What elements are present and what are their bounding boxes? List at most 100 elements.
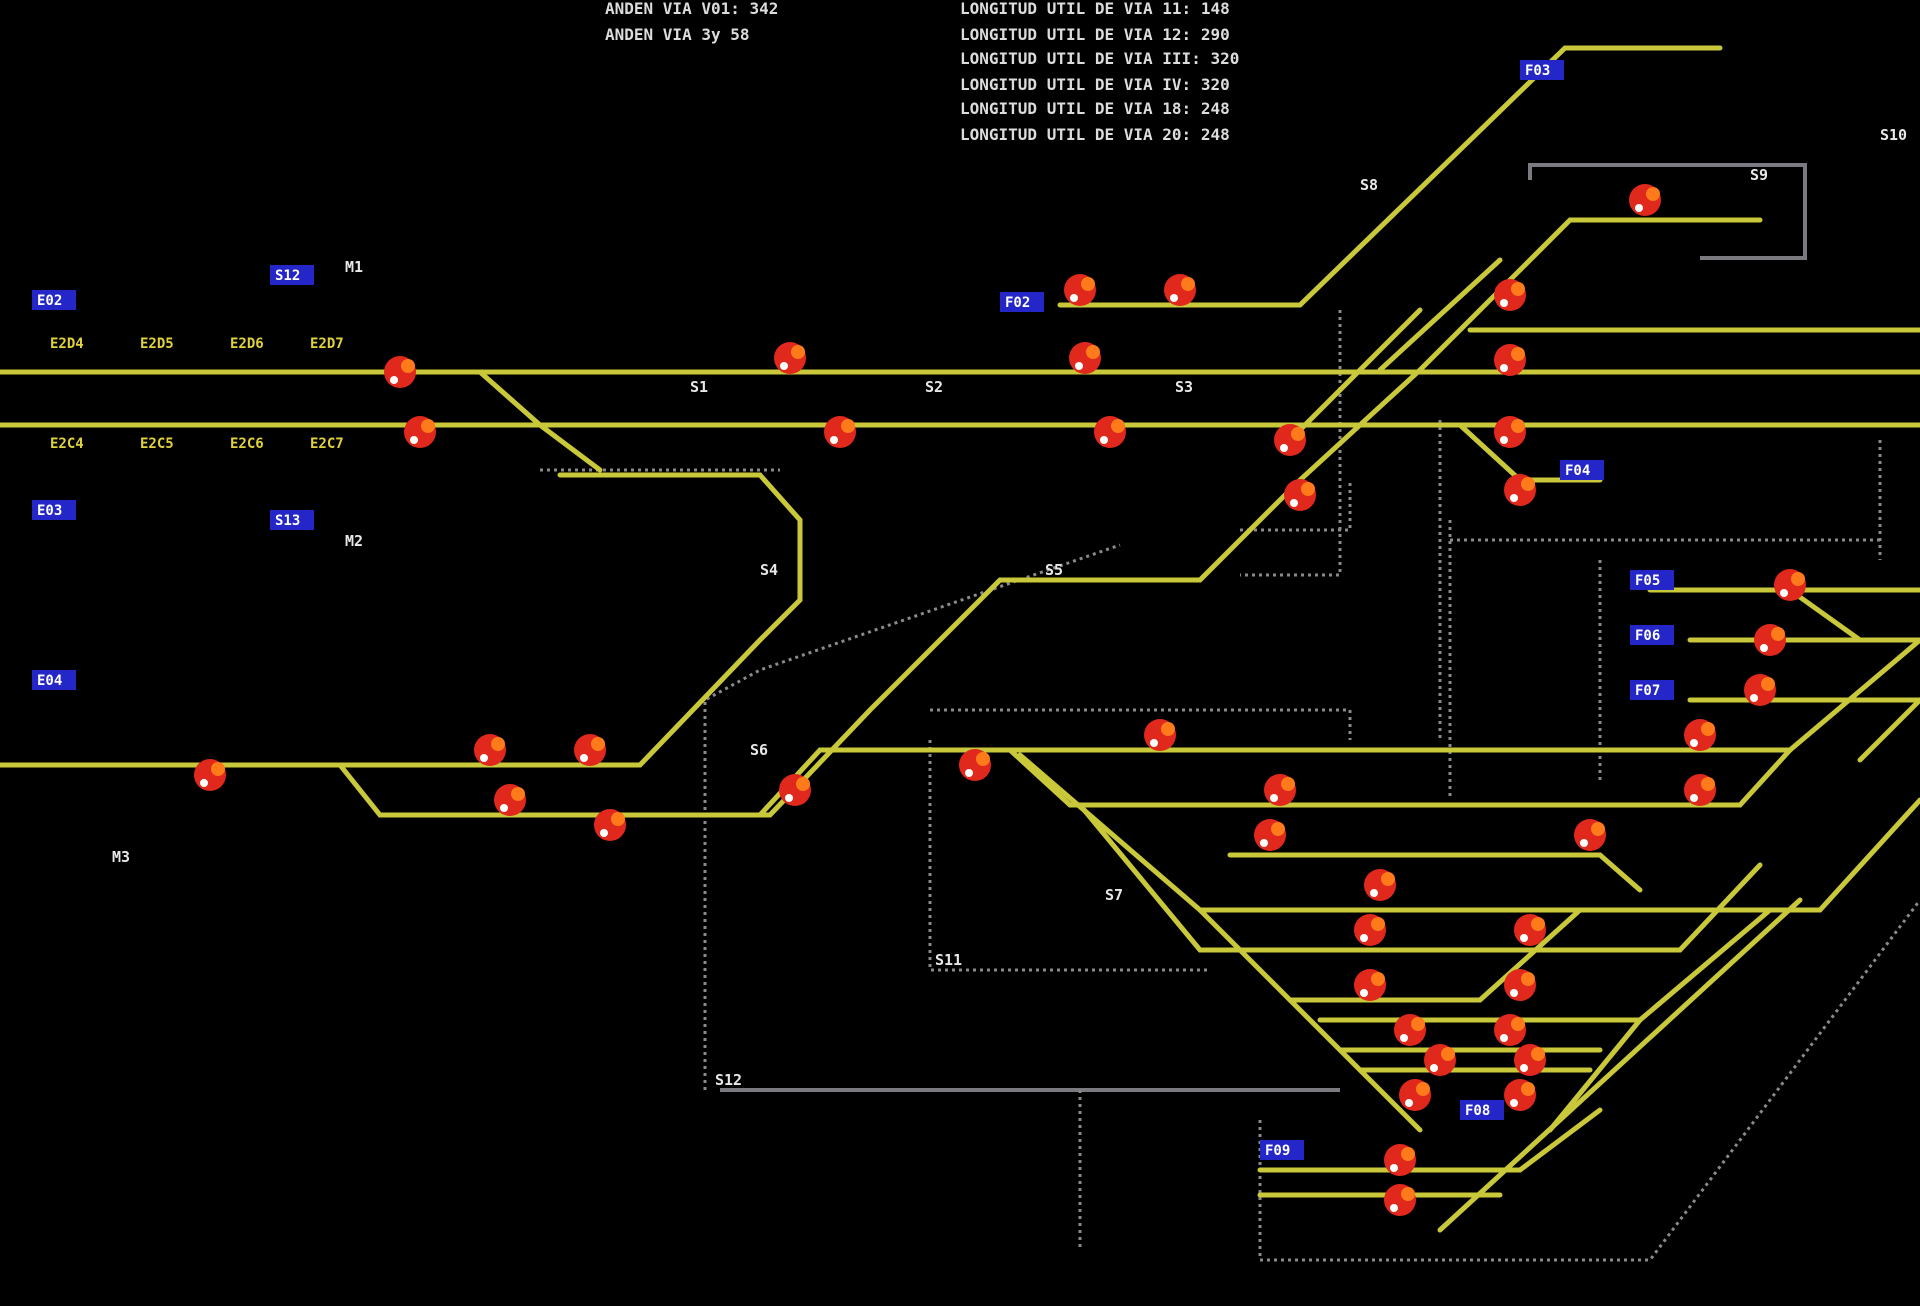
signal-point bbox=[1260, 839, 1268, 847]
aux-line bbox=[1448, 520, 1880, 800]
signal-point bbox=[780, 362, 788, 370]
signal-cluster bbox=[1494, 416, 1526, 448]
signal-point bbox=[1150, 739, 1158, 747]
signal-point bbox=[580, 754, 588, 762]
signal-point bbox=[1430, 1064, 1438, 1072]
track-line bbox=[1337, 1047, 1603, 1073]
signal-point bbox=[1635, 204, 1643, 212]
signal-light bbox=[1531, 1047, 1545, 1061]
id-badge: F03 bbox=[1520, 60, 1564, 80]
signals bbox=[194, 184, 1806, 1216]
signal-point bbox=[1500, 436, 1508, 444]
signal-cluster bbox=[384, 356, 416, 388]
aux-line bbox=[703, 543, 1121, 1090]
signal-cluster bbox=[1384, 1184, 1416, 1216]
signal-cluster bbox=[1754, 624, 1786, 656]
badge-label: F08 bbox=[1465, 1103, 1490, 1119]
signal-light bbox=[1401, 1187, 1415, 1201]
track-label: S2 bbox=[925, 378, 943, 396]
track-line bbox=[1287, 997, 1643, 1133]
header-notes: ANDEN VIA V01: 342 ANDEN VIA 3y 58 bbox=[605, 0, 778, 44]
signal-point bbox=[1520, 934, 1528, 942]
signal-cluster bbox=[1744, 674, 1776, 706]
signal-light bbox=[1761, 677, 1775, 691]
badge-box bbox=[270, 510, 314, 530]
badge-box bbox=[32, 290, 76, 310]
signal-light bbox=[1301, 482, 1315, 496]
track-line bbox=[1077, 802, 1763, 953]
signal-light bbox=[611, 812, 625, 826]
signal-light bbox=[791, 345, 805, 359]
badge-box bbox=[1460, 1100, 1504, 1120]
small-mark: M2 bbox=[345, 532, 363, 550]
signal-light bbox=[1791, 572, 1805, 586]
code-label: E2D6 bbox=[230, 336, 264, 352]
signal-light bbox=[1511, 1017, 1525, 1031]
signal-point bbox=[1510, 1099, 1518, 1107]
badge-label: F06 bbox=[1635, 628, 1660, 644]
signal-light bbox=[1701, 722, 1715, 736]
signal-cluster bbox=[774, 342, 806, 374]
badge-label: F07 bbox=[1635, 683, 1660, 699]
track-label: S10 bbox=[1880, 126, 1907, 144]
id-badge: E04 bbox=[32, 670, 76, 690]
signal-light bbox=[421, 419, 435, 433]
signal-point bbox=[1780, 589, 1788, 597]
signal-point bbox=[200, 779, 208, 787]
track-label: S8 bbox=[1360, 176, 1378, 194]
badge-box bbox=[1560, 460, 1604, 480]
badge-label: F05 bbox=[1635, 573, 1660, 589]
signal-cluster bbox=[1494, 344, 1526, 376]
small-mark: M3 bbox=[112, 848, 130, 866]
signal-point bbox=[1405, 1099, 1413, 1107]
signal-point bbox=[1500, 1034, 1508, 1042]
signal-cluster bbox=[494, 784, 526, 816]
signal-point bbox=[965, 769, 973, 777]
signal-cluster bbox=[1394, 1014, 1426, 1046]
aux-line bbox=[1438, 420, 1882, 780]
signal-point bbox=[1390, 1204, 1398, 1212]
signal-cluster bbox=[1514, 1044, 1546, 1076]
signal-light bbox=[1086, 345, 1100, 359]
signal-cluster bbox=[1064, 274, 1096, 306]
signal-cluster bbox=[1684, 719, 1716, 751]
header-note: ANDEN VIA V01: 342 bbox=[605, 0, 778, 18]
signal-point bbox=[500, 804, 508, 812]
signal-cluster bbox=[1684, 774, 1716, 806]
signal-point bbox=[480, 754, 488, 762]
signal-cluster bbox=[474, 734, 506, 766]
code-label: E2C5 bbox=[140, 436, 174, 452]
signal-light bbox=[211, 762, 225, 776]
signal-light bbox=[1701, 777, 1715, 791]
signal-point bbox=[1690, 739, 1698, 747]
main-tracks bbox=[0, 45, 1920, 1233]
header-note: ANDEN VIA 3y 58 bbox=[605, 25, 750, 44]
signal-cluster bbox=[1504, 474, 1536, 506]
track-line bbox=[1377, 257, 1503, 373]
signal-cluster bbox=[1504, 1079, 1536, 1111]
signal-point bbox=[1170, 294, 1178, 302]
signal-light bbox=[1521, 477, 1535, 491]
id-badge: F07 bbox=[1630, 680, 1674, 700]
length-note: LONGITUD UTIL DE VIA 11: 148 bbox=[960, 0, 1230, 18]
badge-label: F09 bbox=[1265, 1143, 1290, 1159]
id-badge: F02 bbox=[1000, 292, 1044, 312]
track-label: S9 bbox=[1750, 166, 1768, 184]
signal-light bbox=[1401, 1147, 1415, 1161]
left-codes: E2D4 E2D5 E2D6 E2D7 E2C4 E2C5 E2C6 E2C7 bbox=[50, 336, 344, 452]
auxiliary-lines bbox=[540, 163, 1920, 1262]
track-line bbox=[477, 369, 603, 473]
length-note: LONGITUD UTIL DE VIA IV: 320 bbox=[960, 75, 1230, 94]
signal-light bbox=[1511, 347, 1525, 361]
badge-box bbox=[1520, 60, 1564, 80]
id-badge: S12 bbox=[270, 265, 314, 285]
track-label: S7 bbox=[1105, 886, 1123, 904]
track-line bbox=[757, 637, 1920, 818]
track-line bbox=[337, 217, 1763, 818]
signal-light bbox=[511, 787, 525, 801]
signal-point bbox=[1360, 989, 1368, 997]
length-note: LONGITUD UTIL DE VIA III: 320 bbox=[960, 49, 1239, 68]
signal-point bbox=[600, 829, 608, 837]
signal-cluster bbox=[959, 749, 991, 781]
